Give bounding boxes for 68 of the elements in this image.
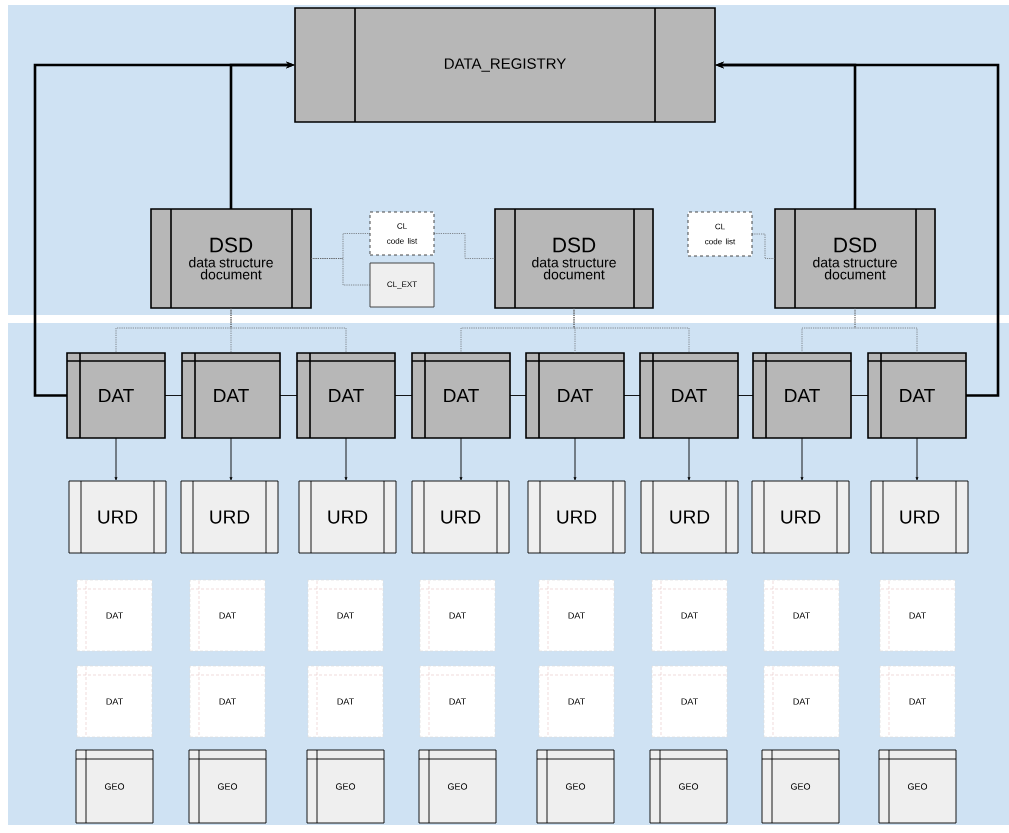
connector-arrow	[915, 437, 919, 481]
connector-line	[279, 395, 298, 396]
placeholder-box: DAT	[307, 579, 384, 652]
registry-box: DATA_REGISTRY	[294, 7, 716, 123]
connector-arrow	[687, 437, 691, 481]
record-box: URD	[298, 480, 397, 554]
placeholder-box: DAT	[879, 579, 956, 652]
record-box: URD	[180, 480, 279, 554]
dotted-connector	[310, 258, 371, 286]
data-box: DAT	[752, 352, 852, 439]
data-box: DAT	[181, 352, 281, 439]
data-box: DAT	[867, 352, 967, 439]
dotted-connector	[854, 307, 918, 354]
data-box: DAT	[639, 352, 739, 439]
dotted-connector	[573, 307, 690, 354]
document-box: DSD data structure document	[774, 208, 936, 309]
geo-box: GEO	[418, 749, 497, 824]
data-box: DAT	[525, 352, 625, 439]
geo-box: GEO	[536, 749, 615, 824]
placeholder-box: DAT	[763, 579, 840, 652]
connector-line	[164, 395, 183, 396]
record-box: URD	[411, 480, 510, 554]
placeholder-box: DAT	[763, 665, 840, 738]
placeholder-box: DAT	[419, 665, 496, 738]
placeholder-box: DAT	[307, 665, 384, 738]
connector-arrow	[459, 437, 463, 481]
dotted-connector	[751, 233, 776, 259]
dotted-connector	[230, 307, 347, 354]
placeholder-box: DAT	[651, 665, 728, 738]
placeholder-box: DAT	[538, 579, 615, 652]
record-box: URD	[751, 480, 850, 554]
placeholder-box: DAT	[76, 579, 153, 652]
document-box: DSD data structure document	[150, 208, 312, 309]
placeholder-box: DAT	[189, 579, 266, 652]
connector-arrow	[114, 437, 118, 481]
placeholder-box: DAT	[651, 579, 728, 652]
geo-box: GEO	[188, 749, 267, 824]
placeholder-box: DAT	[189, 665, 266, 738]
placeholder-box: DAT	[538, 665, 615, 738]
connector-arrow	[229, 437, 233, 481]
geo-box: GEO	[761, 749, 840, 824]
code-list-box: CL code list	[369, 211, 435, 256]
connector-arrow	[800, 437, 804, 481]
data-box: DAT	[296, 352, 396, 439]
geo-box: GEO	[75, 749, 154, 824]
connector-line	[737, 395, 754, 396]
record-box: URD	[68, 480, 167, 554]
connector-line	[850, 395, 869, 396]
connector-line	[394, 395, 413, 396]
record-box: URD	[640, 480, 739, 554]
connector-line	[623, 395, 641, 396]
connector-arrow	[344, 437, 348, 481]
connector-arrow	[573, 437, 577, 481]
data-box: DAT	[66, 352, 166, 439]
geo-box: GEO	[306, 749, 385, 824]
code-list-box: CL code list	[687, 211, 753, 257]
document-box: DSD data structure document	[494, 208, 654, 309]
placeholder-box: DAT	[76, 665, 153, 738]
placeholder-box: DAT	[879, 665, 956, 738]
placeholder-box: DAT	[419, 579, 496, 652]
data-box: DAT	[411, 352, 511, 439]
geo-box: GEO	[878, 749, 957, 824]
geo-box: GEO	[649, 749, 728, 824]
connector-line	[509, 395, 527, 396]
record-box: URD	[870, 480, 969, 554]
extension-box: CL_EXT	[369, 262, 435, 308]
dotted-connector	[433, 233, 496, 259]
record-box: URD	[527, 480, 626, 554]
